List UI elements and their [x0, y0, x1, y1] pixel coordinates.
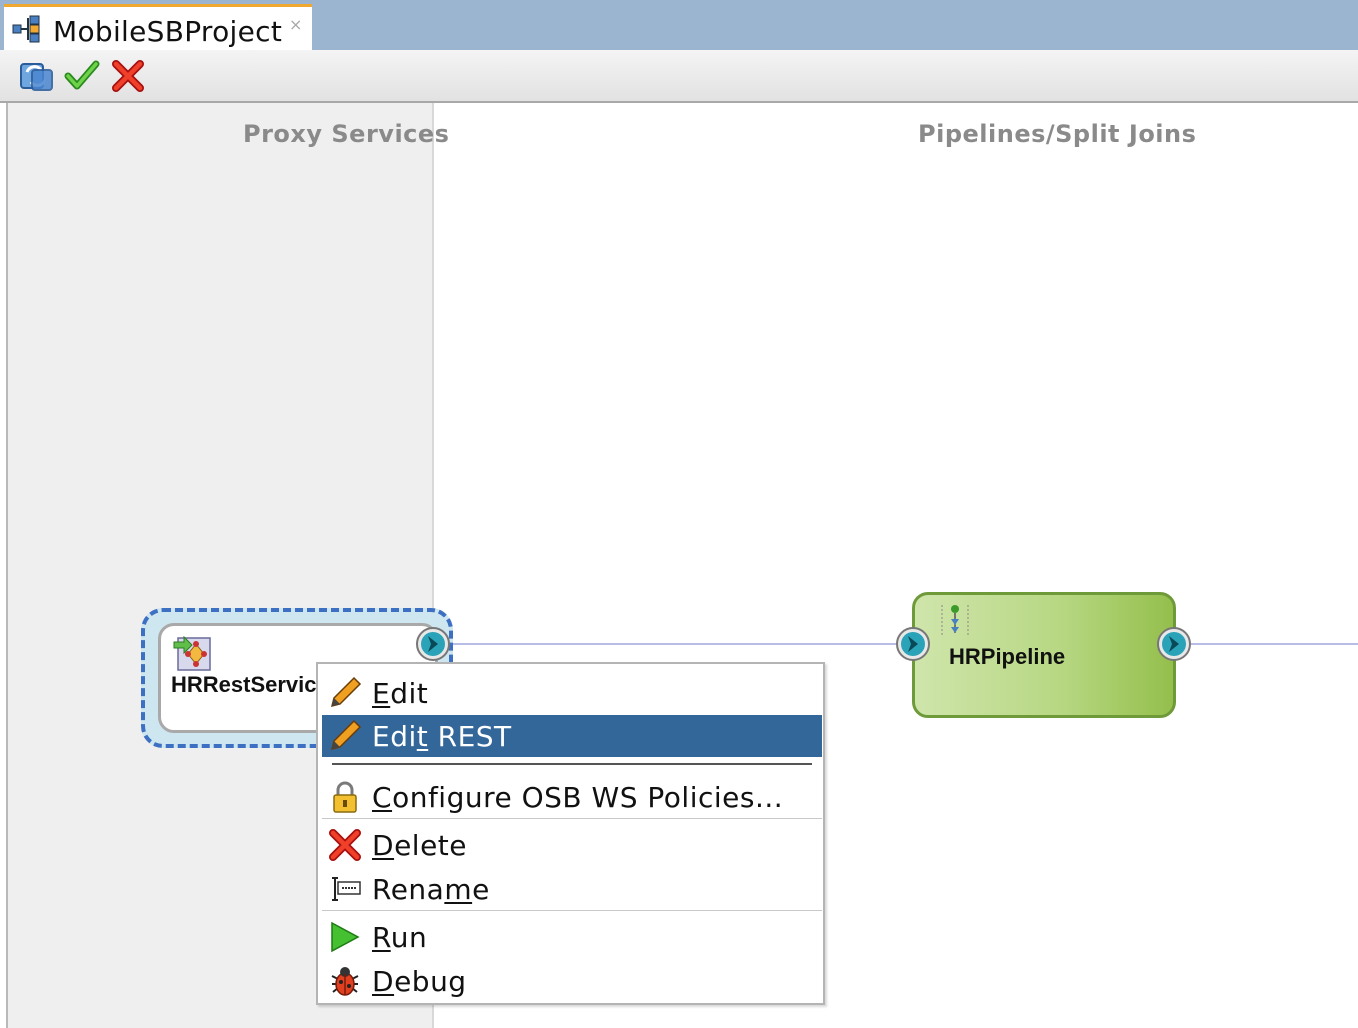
editor-tab[interactable]: MobileSBProject ×	[4, 4, 312, 50]
menu-item-label: Configure OSB WS Policies...	[372, 781, 784, 814]
menu-item-rename[interactable]: Rename	[322, 868, 822, 910]
pencil-icon	[330, 719, 362, 751]
menu-item-label: Delete	[372, 829, 467, 862]
wire-pipeline-out[interactable]	[1190, 643, 1358, 645]
proxy-port-icon[interactable]	[415, 626, 451, 662]
menu-separator	[332, 763, 812, 765]
refresh-icon[interactable]	[18, 58, 54, 94]
editor-tab-strip: MobileSBProject ×	[0, 0, 1358, 50]
project-overview-icon	[12, 15, 40, 43]
menu-item-edit-rest[interactable]: Edit REST	[322, 715, 822, 757]
menu-separator	[322, 818, 822, 819]
pipeline-label: HRPipeline	[949, 644, 1066, 669]
menu-item-label: Run	[372, 921, 428, 954]
menu-item-label: Edit	[372, 677, 429, 710]
pipeline-flow-icon	[941, 605, 969, 637]
proxy-service-label: HRRestServic	[171, 672, 317, 697]
tab-title: MobileSBProject	[53, 15, 283, 48]
pipeline-node[interactable]	[912, 592, 1176, 718]
menu-item-label: Debug	[372, 965, 467, 998]
context-menu: Edit Edit REST Configure OSB WS Policies…	[316, 662, 825, 1005]
pipeline-out-port-icon[interactable]	[1156, 626, 1192, 662]
menu-item-configure-policies[interactable]: Configure OSB WS Policies...	[322, 776, 822, 818]
menu-item-edit[interactable]: Edit	[322, 672, 822, 714]
run-icon	[331, 921, 360, 953]
delete-icon	[329, 829, 361, 861]
menu-item-label: Edit REST	[372, 720, 512, 753]
tab-close-button[interactable]: ×	[289, 15, 303, 34]
pipeline-in-port-icon[interactable]	[895, 626, 931, 662]
validate-icon[interactable]	[64, 58, 100, 94]
toolbar	[0, 50, 1358, 103]
lock-icon	[333, 781, 357, 813]
proxy-services-title: Proxy Services	[243, 120, 450, 148]
rename-icon	[332, 877, 361, 901]
wire-proxy-to-pipeline[interactable]	[450, 643, 898, 645]
debug-icon	[331, 967, 359, 996]
menu-item-delete[interactable]: Delete	[322, 824, 822, 866]
menu-item-debug[interactable]: Debug	[322, 960, 822, 1002]
rest-proxy-icon	[173, 635, 211, 671]
menu-item-label: Rename	[372, 873, 490, 906]
menu-item-run[interactable]: Run	[322, 916, 822, 958]
pipelines-title: Pipelines/Split Joins	[918, 120, 1197, 148]
menu-separator	[322, 910, 822, 911]
pencil-icon	[330, 676, 362, 708]
cancel-icon[interactable]	[110, 58, 146, 94]
